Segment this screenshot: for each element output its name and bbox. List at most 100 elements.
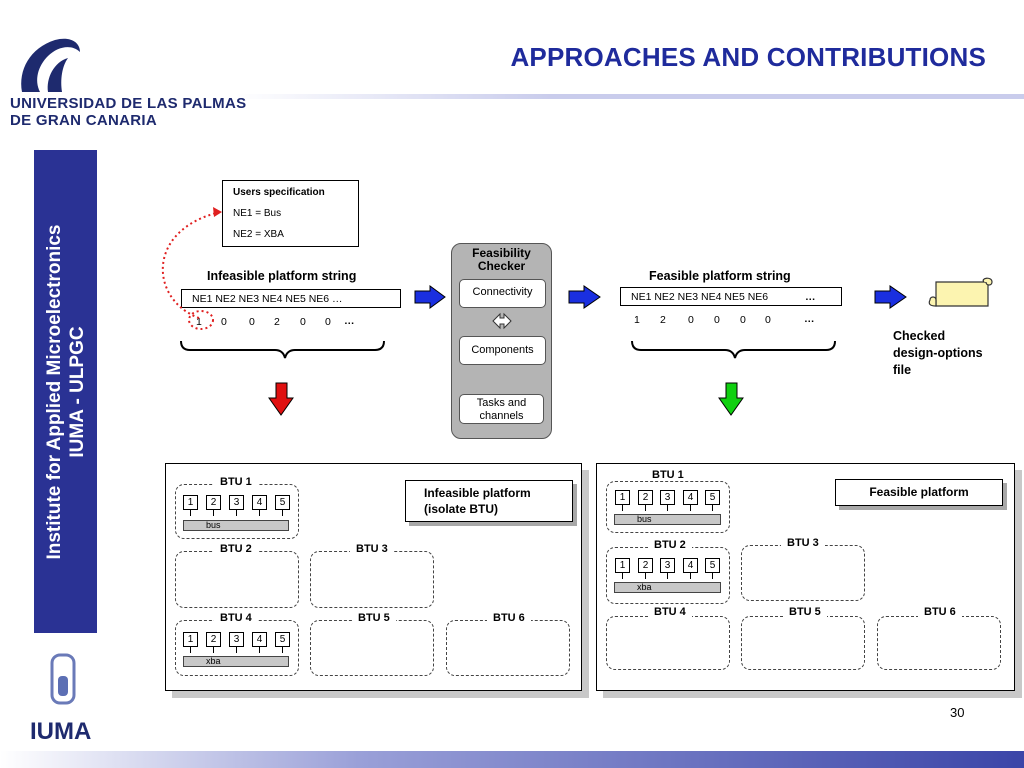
- right-btu-6: [877, 616, 1001, 670]
- page-title: APPROACHES AND CONTRIBUTIONS: [510, 42, 986, 72]
- sidebar-band: [34, 150, 97, 633]
- infeasible-callout: Infeasible platform (isolate BTU): [405, 480, 573, 522]
- right-btu-3-label: BTU 3: [781, 537, 825, 549]
- right-btu-1: [606, 481, 730, 533]
- feasible-value: 0: [765, 314, 771, 326]
- module: 3: [229, 495, 244, 510]
- feasible-string-ellipsis: …: [805, 291, 816, 303]
- infeasible-value: 0: [249, 316, 255, 328]
- feasible-brace: [631, 340, 836, 359]
- feasible-string-header: NE1 NE2 NE3 NE4 NE5 NE6: [631, 291, 769, 303]
- dotted-link-arrowhead: [213, 207, 222, 217]
- module: 2: [206, 495, 221, 510]
- module: 2: [638, 558, 653, 573]
- module: 5: [705, 558, 720, 573]
- left-btu-4: [175, 620, 299, 676]
- bus-bar: bus: [614, 514, 721, 525]
- infeasible-value: 0: [221, 316, 227, 328]
- left-btu-3: [310, 551, 434, 608]
- users-spec-line: NE2 = XBA: [233, 229, 284, 240]
- page-number: 30: [950, 705, 965, 720]
- infeasible-value: 1: [196, 316, 202, 328]
- module: 1: [183, 495, 198, 510]
- right-btu-2-label: BTU 2: [648, 539, 692, 551]
- left-btu-3-label: BTU 3: [350, 543, 394, 555]
- checked-line: design-options: [893, 346, 983, 360]
- left-btu-6: [446, 620, 570, 676]
- red-arrow-down-icon: [268, 382, 294, 416]
- left-btu-1-label: BTU 1: [214, 476, 258, 488]
- infeasible-value: …: [344, 315, 355, 327]
- bus-bar: bus: [183, 520, 289, 531]
- xba-bar: xba: [614, 582, 721, 593]
- checked-line: file: [893, 363, 912, 377]
- footer-bar: [0, 751, 1024, 768]
- infeasible-brace: [180, 340, 385, 359]
- left-btu-4-label: BTU 4: [214, 612, 258, 624]
- feasible-string-box: NE1 NE2 NE3 NE4 NE5 NE6 …: [620, 287, 842, 306]
- right-btu-1-label: BTU 1: [646, 469, 690, 481]
- right-btu-5: [741, 616, 865, 670]
- sidebar-line2: IUMA - ULPGC: [66, 325, 88, 458]
- module: 3: [660, 558, 675, 573]
- module: 5: [275, 632, 290, 647]
- module: 1: [615, 558, 630, 573]
- right-btu-4-label: BTU 4: [648, 606, 692, 618]
- module: 3: [229, 632, 244, 647]
- feasible-string-label: Feasible platform string: [649, 269, 791, 283]
- left-btu-6-label: BTU 6: [487, 612, 531, 624]
- module: 4: [683, 558, 698, 573]
- left-btu-2-label: BTU 2: [214, 543, 258, 555]
- module: 4: [683, 490, 698, 505]
- feasible-value: 1: [634, 314, 640, 326]
- module: 5: [705, 490, 720, 505]
- module: 5: [275, 495, 290, 510]
- module: 3: [660, 490, 675, 505]
- left-btu-5-label: BTU 5: [352, 612, 396, 624]
- blue-arrow-right-icon: [874, 285, 907, 309]
- left-btu-2: [175, 551, 299, 608]
- feasible-value: …: [804, 313, 815, 325]
- feasible-value: 0: [714, 314, 720, 326]
- checker-item-connectivity: Connectivity: [459, 279, 546, 308]
- infeasible-value: 2: [274, 316, 280, 328]
- module: 1: [183, 632, 198, 647]
- module: 4: [252, 495, 267, 510]
- module: 2: [206, 632, 221, 647]
- infeasible-value: 0: [300, 316, 306, 328]
- right-btu-4: [606, 616, 730, 670]
- university-name: UNIVERSIDAD DE LAS PALMAS DE GRAN CANARI…: [10, 95, 246, 129]
- checker-title-line2: Checker: [477, 259, 526, 273]
- blue-arrow-right-icon: [568, 285, 601, 309]
- right-btu-5-label: BTU 5: [783, 606, 827, 618]
- left-btu-5: [310, 620, 434, 676]
- scroll-icon: [928, 277, 993, 307]
- checker-item-tasks: Tasks and channels: [459, 394, 544, 424]
- feasible-value: 0: [688, 314, 694, 326]
- infeasible-value: 0: [325, 316, 331, 328]
- users-specification-box: Users specification NE1 = Bus NE2 = XBA: [222, 180, 359, 247]
- users-spec-line: NE1 = Bus: [233, 208, 282, 219]
- title-underline: [235, 94, 1024, 99]
- checked-line: Checked: [893, 329, 946, 343]
- sidebar-text: Institute for Applied Microelectronics I…: [34, 150, 97, 633]
- right-btu-6-label: BTU 6: [918, 606, 962, 618]
- iuma-logo-text: IUMA: [30, 718, 92, 745]
- module: 4: [252, 632, 267, 647]
- users-spec-title: Users specification: [233, 187, 325, 198]
- right-btu-3: [741, 545, 865, 601]
- module: 2: [638, 490, 653, 505]
- checker-title: Feasibility Checker: [451, 247, 552, 273]
- infeasible-string-box: NE1 NE2 NE3 NE4 NE5 NE6 …: [181, 289, 401, 308]
- infeasible-string-label: Infeasible platform string: [207, 269, 357, 283]
- green-arrow-down-icon: [718, 382, 744, 416]
- infeasible-string-header: NE1 NE2 NE3 NE4 NE5 NE6 …: [192, 293, 343, 305]
- blue-arrow-right-icon: [414, 285, 446, 309]
- xba-bar: xba: [183, 656, 289, 667]
- feasible-value: 2: [660, 314, 666, 326]
- checker-title-line1: Feasibility: [472, 246, 531, 260]
- module: 1: [615, 490, 630, 505]
- sidebar-line1: Institute for Applied Microelectronics: [43, 224, 65, 560]
- infeasible-callout-line1: Infeasible platform: [424, 486, 531, 500]
- checker-item-components: Components: [459, 336, 546, 365]
